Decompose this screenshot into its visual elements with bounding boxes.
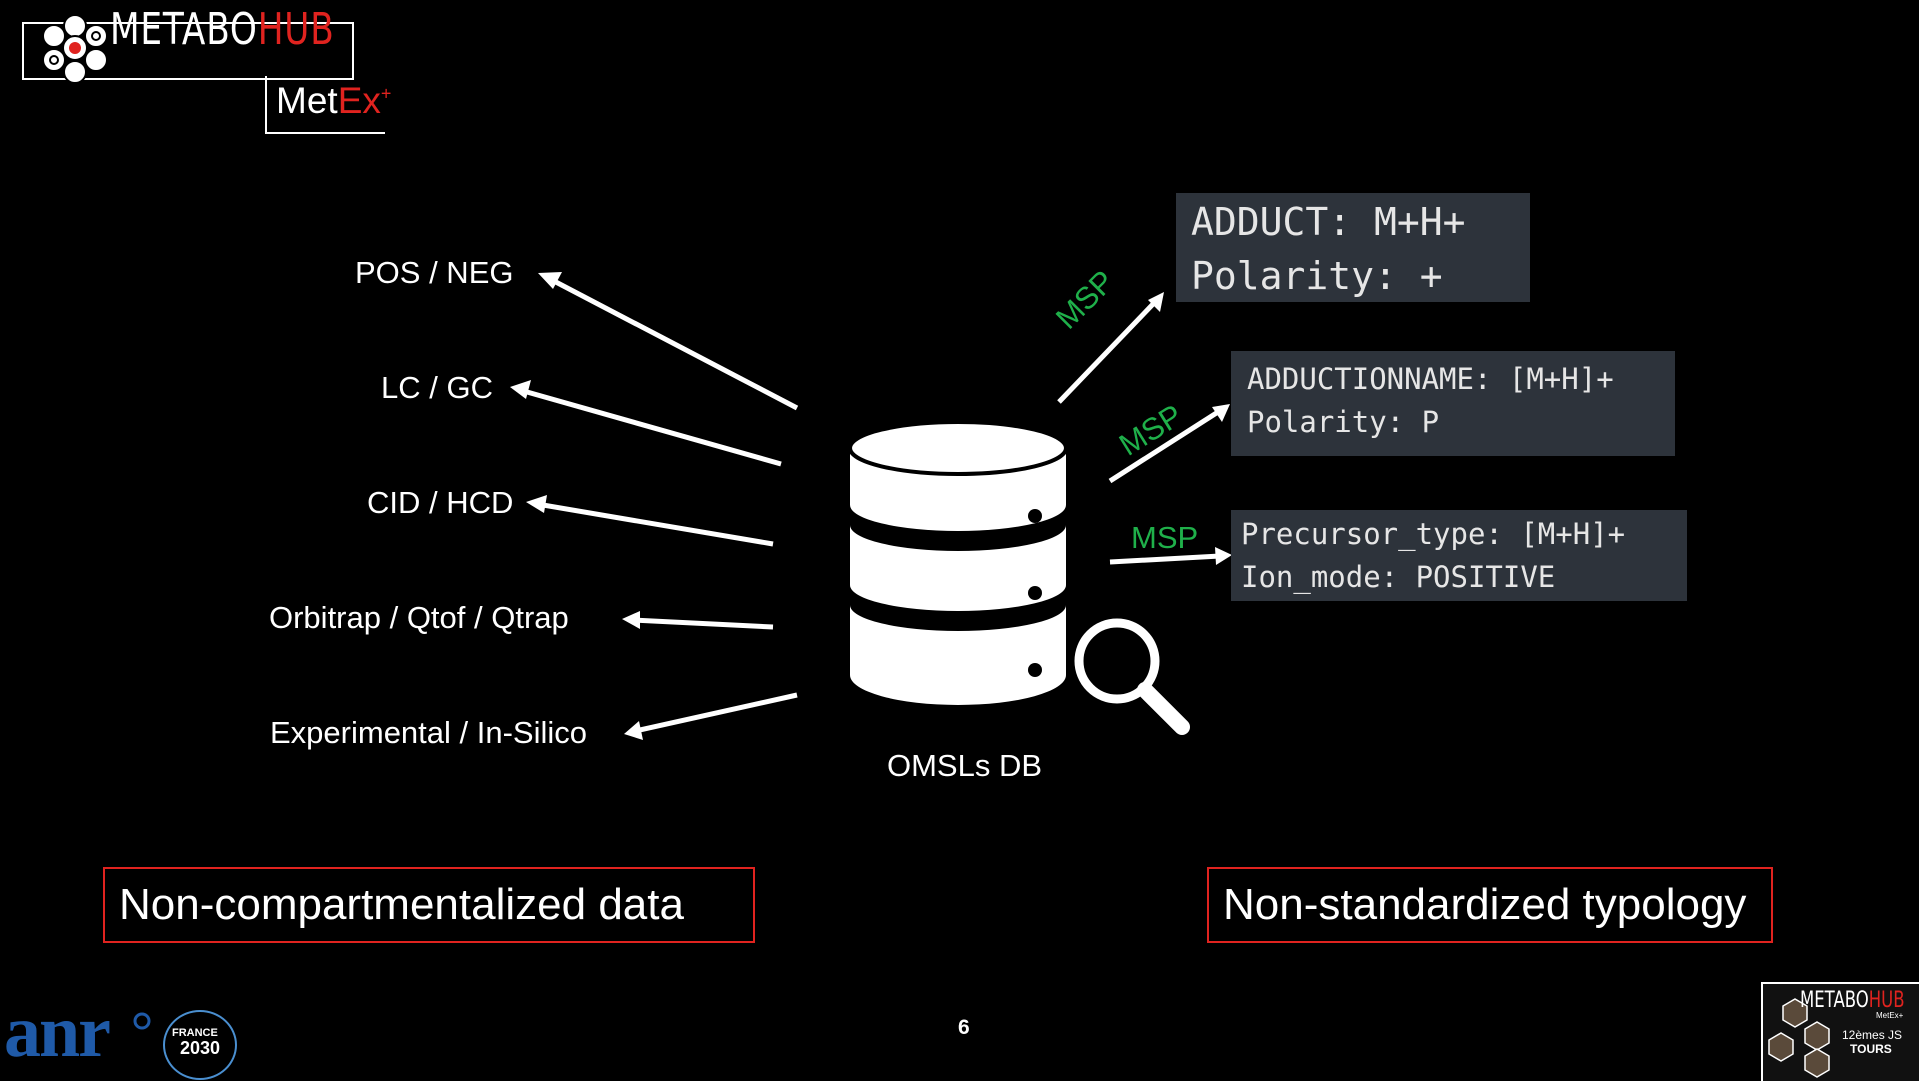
label-exp-insilico: Experimental / In-Silico: [270, 715, 588, 750]
metabohub-logo: [22, 22, 354, 80]
hexagon-photos-icon: [1768, 998, 1830, 1078]
arrow-msp-2: [1108, 409, 1220, 484]
arrow-exp-insilico: [634, 692, 798, 734]
code-box-3: Precursor_type: [M+H]+ Ion_mode: POSITIVE: [1231, 510, 1687, 601]
anr-ring-icon: [133, 1012, 151, 1030]
database-icon: [848, 420, 1068, 705]
arrow-msp-1: [1057, 300, 1157, 404]
code-line: Ion_mode: POSITIVE: [1241, 560, 1556, 594]
code-line: Polarity: P: [1247, 405, 1440, 439]
metex-frame: [265, 76, 385, 134]
code-line: ADDUCT: M+H+: [1191, 200, 1466, 244]
france-year: 2030: [180, 1038, 221, 1058]
anr-logo: anr: [4, 991, 111, 1073]
thumbnail-metex: MetEx+: [1876, 1011, 1904, 1020]
database-label: OMSLs DB: [887, 748, 1043, 783]
arrow-pos-neg: [550, 277, 799, 411]
non-standardized-box: Non-standardized typology: [1207, 867, 1773, 943]
label-lc-gc: LC / GC: [381, 370, 493, 405]
arrow-instruments: [632, 617, 774, 630]
code-box-2: ADDUCTIONNAME: [M+H]+ Polarity: P: [1231, 351, 1675, 456]
non-compartmentalized-box: Non-compartmentalized data: [103, 867, 755, 943]
thumbnail-event: 12èmes JS: [1842, 1028, 1903, 1042]
code-line: ADDUCTIONNAME: [M+H]+: [1247, 362, 1614, 396]
code-box-1: ADDUCT: M+H+ Polarity: +: [1176, 193, 1530, 302]
metex-logo: MetEx+: [276, 80, 392, 121]
page-number: 6: [958, 1016, 970, 1039]
code-line: Polarity: +: [1191, 254, 1443, 298]
code-line: Precursor_type: [M+H]+: [1241, 517, 1626, 551]
label-cid-hcd: CID / HCD: [367, 485, 514, 520]
france-label: FRANCE: [172, 1027, 218, 1039]
thumbnail-wordmark: METABOHUB: [1800, 988, 1905, 1013]
logo-wordmark: METABOHUB: [110, 4, 335, 55]
msp-label-3: MSP: [1131, 520, 1199, 555]
flower-logo-icon: [42, 14, 108, 84]
arrow-msp-3: [1109, 553, 1221, 565]
arrow-cid-hcd: [536, 501, 774, 547]
arrow-lc-gc: [519, 387, 782, 467]
label-instruments: Orbitrap / Qtof / Qtrap: [269, 600, 569, 635]
conference-thumbnail: [1761, 982, 1919, 1081]
thumbnail-city: TOURS: [1850, 1042, 1892, 1056]
magnifier-icon: [1074, 618, 1190, 735]
label-pos-neg: POS / NEG: [355, 255, 514, 290]
